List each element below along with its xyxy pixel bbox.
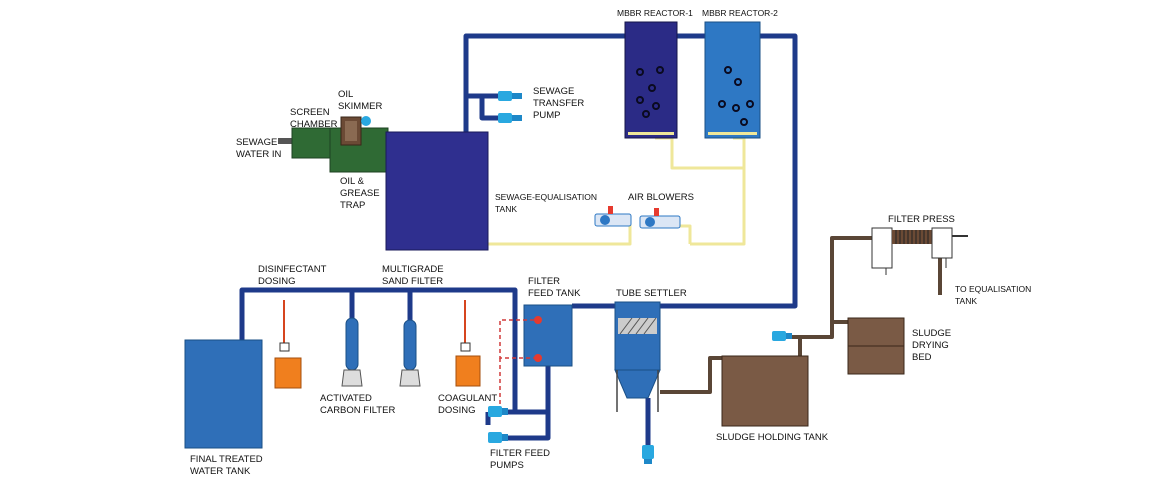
pipe-reactor2-to-tube-settler [660,33,798,309]
sewage-inlet-pipe [278,138,292,144]
oil-skimmer-motor-icon [361,116,371,126]
mbbr-reactor-1 [624,21,678,139]
mbbr-reactor-2 [704,21,761,139]
reactor-air-diffusers [628,132,757,135]
multigrade-sand-filter [399,319,421,387]
filter-press-label: FILTER PRESS [888,214,955,225]
air-blowers-label: AIR BLOWERS [628,192,694,203]
air-line-blower2 [680,224,692,244]
sludge-holding-tank [721,355,809,427]
sewage-equalisation-tank [385,131,489,251]
mbbr-reactor-1-label: MBBR REACTOR-1 [617,8,693,18]
settler-pump-icon [642,445,654,464]
mbbr-media [636,66,754,126]
level-switch-high-icon [534,316,542,324]
pipe-settler-to-sludge-tank [660,356,722,394]
sludge-pipework [660,236,942,394]
activated-carbon-filter [341,317,363,387]
water-pipework [239,33,798,445]
tube-settler [614,301,661,412]
coagulant-dosing-tank [455,300,481,387]
pipe-sludge-tank-to-pump [790,335,802,356]
pipe-transfer-pump-branch [466,93,498,121]
sludge-pump-icon [772,331,792,341]
pipe-equalisation-to-reactors [463,33,625,132]
pipe-filter-feed-to-pumps [505,366,551,415]
pipe-pump-to-filter-press [800,236,872,339]
level-switch-low-icon [534,354,542,362]
sludge-holding-tank-label: SLUDGE HOLDING TANK [716,432,829,443]
pipe-filter-header [239,287,518,412]
pipe-filter-feed-to-pump2 [505,412,551,441]
filter-press [871,227,968,275]
air-blower-icon [594,206,681,229]
sewage-transfer-pump-icon [498,91,522,123]
mbbr-reactor-2-label: MBBR REACTOR-2 [702,8,778,18]
final-treated-water-tank [184,339,263,449]
oil-skimmer-inner [345,121,357,141]
screen-chamber [291,127,331,159]
air-line-reactor1 [655,136,746,170]
level-control-line [499,319,534,359]
air-line-riser [690,168,746,246]
tube-settler-label: TUBE SETTLER [616,288,687,299]
filter-feed-pump-icon [488,406,508,443]
disinfectant-dosing-tank [274,300,302,389]
filter-feed-tank [523,304,573,367]
